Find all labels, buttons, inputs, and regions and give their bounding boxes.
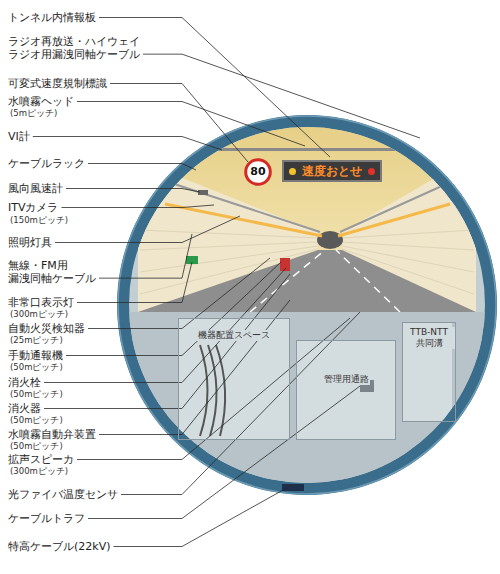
leader-line [62,205,215,208]
high-voltage-cable [282,484,304,491]
lighting-row [165,204,322,236]
cable-rack [340,176,464,232]
warning-lamp [368,168,375,175]
part-label: 無線・FM用 漏洩同軸ケーブル [8,260,108,285]
gantry-beam [188,148,443,151]
illustration-part [342,230,474,238]
illustration-part [336,250,400,312]
leader-line [99,300,290,435]
outer-ring [117,115,497,495]
compartment-label: 機器配置スペース [197,330,271,341]
part-label: ケーブルトラフ [8,513,85,526]
part-label: 照明灯具 [8,237,52,250]
part-label: トンネル内情報板 [8,12,96,25]
part-label: 水噴霧ヘッド [8,96,74,109]
warning-lamp [289,168,296,175]
message-board: 速度おとせ [282,160,382,182]
sign-circle [246,160,271,185]
part-label: 拡声スピーカ [8,454,74,467]
leader-line [110,84,248,163]
illustration-part [208,345,217,436]
leader-line [88,164,196,171]
camera [198,190,208,195]
part-label: 光ファイバ温度センサ [8,489,118,502]
compartment: TTB-NTT 共同溝 [402,322,456,422]
part-label: 自動火災検知器 [8,323,85,336]
part-label: 非常口表示灯 [8,297,74,310]
concrete-base [100,312,500,512]
part-label: ケーブルラック [8,158,85,171]
pitch-note: (300mピッチ) [10,310,68,320]
ring-rim [118,116,496,494]
leader-line [44,274,290,409]
tunnel-interior [100,124,500,512]
tunnel-bore [138,124,476,312]
illustration-part [342,242,474,250]
pitch-note: (25mピッチ) [10,336,63,346]
cable-rack [150,176,320,232]
part-label: 特高ケーブル(22kV) [8,541,110,554]
leader-line [113,485,292,547]
compartment-label: 管理用通路 [323,374,370,385]
part-label: 水噴霧自動弁装置 [8,429,96,442]
board-message: 速度おとせ [302,164,362,178]
part-label: VI計 [8,131,30,144]
speed-number: 80 [250,165,265,178]
leader-line [143,54,420,138]
compartment-fill [296,340,396,440]
pitch-note: (50mピッチ) [10,363,63,373]
pitch-note: (5mピッチ) [10,109,57,119]
pitch-note: (150mピッチ) [10,216,68,226]
compartment-fill [178,318,290,440]
illustration-part [140,242,318,250]
leader-line [99,234,192,278]
part-label: 消火栓 [8,377,41,390]
compartment: 管理用通路 [296,340,396,440]
part-label: ITVカメラ [8,202,59,215]
leader-line [33,137,222,151]
road-surface [138,250,476,312]
lighting-row [338,204,450,236]
pitch-note: (300mピッチ) [10,467,68,477]
pitch-note: (50mピッチ) [10,390,63,400]
part-label: ラジオ再放送・ハイウェイ ラジオ用漏洩同軸ケーブル [8,36,150,61]
part-label: 風向風速計 [8,183,63,196]
part-label: 可変式速度規制標識 [8,78,107,91]
leader-line [55,216,240,243]
leader-line [66,189,200,193]
compartment-label: TTB-NTT 共同溝 [403,327,455,349]
lane-lines [250,250,400,312]
leader-line [88,386,360,519]
tunnel-far-end [317,231,343,249]
pitch-note: (50mピッチ) [10,416,63,426]
part-label: 手動通報機 [8,350,63,363]
speed-limit-sign: 80 [244,158,272,186]
compartment: 機器配置スペース [178,318,290,440]
pitch-note: (50mピッチ) [10,442,63,452]
part-label: 消火器 [8,403,41,416]
